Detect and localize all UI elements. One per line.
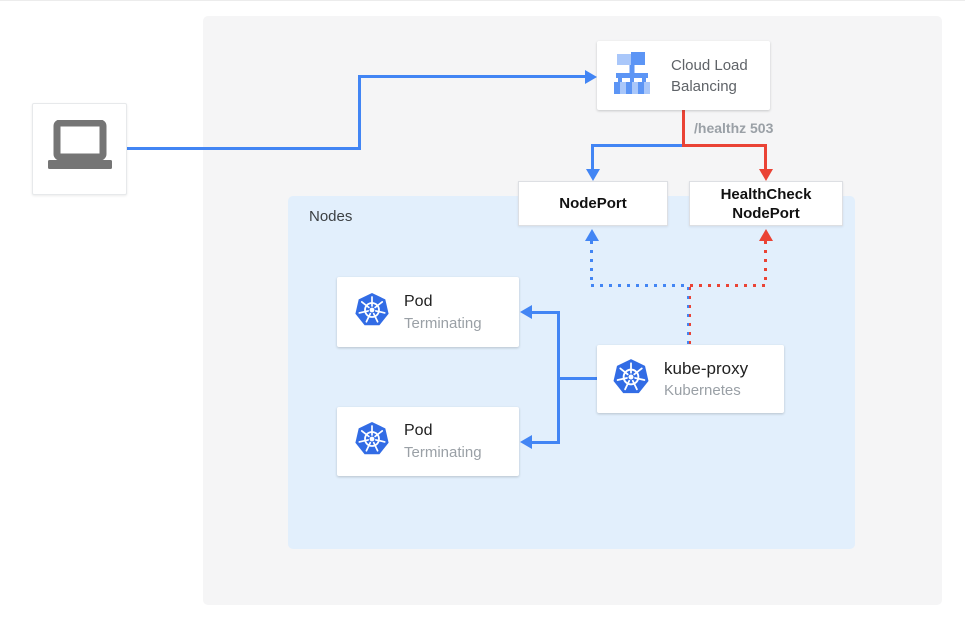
healthcheck-nodeport-card: HealthCheck NodePort [689,181,843,226]
kube-proxy-to-pod1-line [532,311,559,314]
healthz-status-label: /healthz 503 [694,120,774,136]
pod-title: Pod [404,292,433,310]
kube-proxy-out-line [557,377,597,380]
pod-card-2: Pod Terminating [337,407,519,476]
laptop-icon [45,119,115,179]
kube-proxy-pods-trunk-line [557,311,560,444]
kubernetes-icon [611,357,651,402]
kube-proxy-shared-dotted-line [687,287,691,344]
lb-healthcheck-line-h [682,144,767,147]
lb-to-nodeport-line-h [591,144,685,147]
lb-healthcheck-line-v2 [764,144,767,170]
kube-proxy-to-healthcheck-arrowhead [759,229,773,241]
nodeport-label: NodePort [559,195,627,212]
pod-card-1: Pod Terminating [337,277,519,347]
pod-status: Terminating [404,314,482,332]
nodeport-card: NodePort [518,181,668,226]
kube-proxy-to-nodeport-arrowhead [585,229,599,241]
client-to-lb-line-h2 [360,75,586,78]
lb-healthcheck-arrowhead [759,169,773,181]
cloud-load-balancing-label: Cloud Load Balancing [671,56,748,95]
client-to-lb-line-h1 [127,147,360,150]
client-to-lb-arrowhead [585,70,597,84]
lb-healthcheck-line-v1 [682,110,685,147]
kubernetes-icon [353,420,391,463]
kube-proxy-title: kube-proxy [664,358,749,378]
nodes-group-label: Nodes [309,208,353,225]
client-to-lb-line-v [358,75,361,150]
kube-proxy-to-healthcheck-dotted-h [690,284,767,287]
top-divider [0,0,965,1]
kube-proxy-to-nodeport-dotted-v [590,241,593,286]
lb-to-nodeport-line-v [591,144,594,170]
client-card [32,103,127,195]
kube-proxy-to-pod2-line [532,441,559,444]
kube-proxy-to-pod1-arrowhead [520,305,532,319]
kube-proxy-to-healthcheck-dotted-v [764,241,767,286]
kubernetes-icon [353,291,391,334]
kube-proxy-card: kube-proxy Kubernetes [597,345,784,413]
pod-status: Terminating [404,444,482,461]
kube-proxy-to-nodeport-dotted-h [591,284,690,287]
kube-proxy-subtitle: Kubernetes [664,381,741,399]
load-balancer-icon [609,51,655,100]
pod-title: Pod [404,422,433,439]
cloud-load-balancing-card: Cloud Load Balancing [597,41,770,110]
lb-to-nodeport-arrowhead [586,169,600,181]
healthcheck-nodeport-label: HealthCheck NodePort [720,185,812,222]
kube-proxy-to-pod2-arrowhead [520,435,532,449]
